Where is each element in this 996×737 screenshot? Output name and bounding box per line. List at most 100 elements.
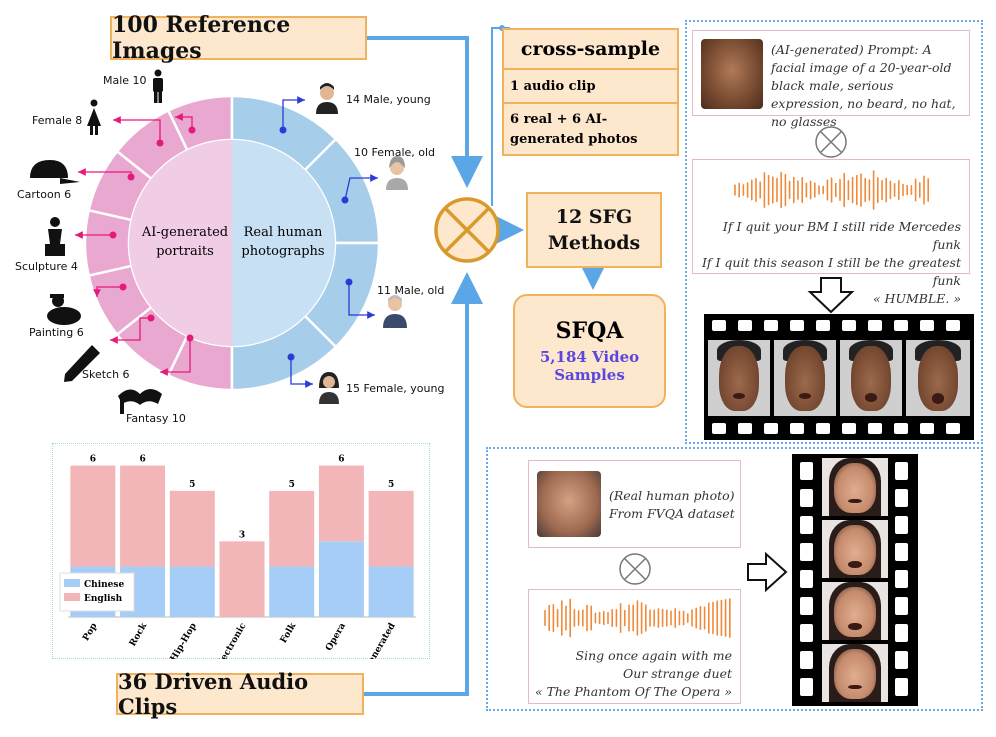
old-woman-icon [386,156,408,190]
label-male: Male 10 [103,74,147,87]
real-human-face-photo [537,471,601,537]
combine-icon-2 [619,553,651,585]
total-label-ai-generated: 5 [388,480,394,490]
audio-clip-card-1: If I quit your BM I still ride Mercedes … [692,159,970,306]
cross-sample-photos: 6 real + 6 AI-generated photos [510,112,638,147]
bar-chinese-ai-generated [368,566,414,617]
ai-half-label-1: AI-generated [141,225,228,240]
audio-clip-card-2: Sing once again with me Our strange duet… [528,589,741,704]
waveform-1 [734,170,929,210]
real-half-label-2: photographs [241,244,324,259]
down-arrow-icon [807,277,855,314]
ring-segments [83,94,381,392]
lyric-1c: « HUMBLE. » [872,291,961,306]
old-man-icon [383,295,407,328]
bar-english-opera [318,465,364,542]
output-frame-4 [906,340,970,416]
bar-chinese-hip-hop [169,566,215,617]
label-young-male: 14 Male, young [346,93,431,106]
output-frame-2 [774,340,836,416]
male-icon [153,69,163,103]
label-sketch: Sketch 6 [82,368,130,381]
bar-chinese-opera [318,541,364,617]
total-label-electronic: 3 [239,530,245,540]
ai-half [129,140,232,346]
bar-english-rock [120,465,166,567]
sfg-line-2: Methods [547,232,641,254]
waveform-2 [544,598,731,638]
sfqa-title: SFQA [555,318,624,344]
sfg-methods-box: 12 SFG Methods [526,192,662,268]
label-painting: Painting 6 [29,326,84,339]
output-frame-6 [822,520,888,578]
sfqa-count: 5,184 Video [539,348,640,366]
ai-generated-face-photo [701,39,763,109]
legend-swatch-english [64,593,80,601]
combine-icon-1 [815,126,847,158]
female-icon [87,99,101,135]
bar-chinese-folk [269,566,315,617]
total-label-folk: 5 [289,480,295,490]
cap-icon [30,160,80,184]
output-frame-7 [822,582,888,640]
reference-images-title: 100 Reference Images [110,12,367,64]
label-old-female: 10 Female, old [354,146,435,159]
label-sculpture: Sculpture 4 [15,260,78,273]
label-fantasy: Fantasy 10 [126,412,186,425]
combine-operator [434,197,500,263]
lyric-1b: If I quit this season I still be the gre… [701,255,961,288]
palette-icon [47,294,81,325]
sculpture-icon [45,217,65,256]
real-caption-1: (Real human photo) [609,488,735,503]
example-ai-panel [685,20,983,444]
sfqa-unit: Samples [554,366,625,384]
young-man-icon [316,83,338,114]
right-arrow-icon [747,552,788,592]
total-label-opera: 6 [338,455,344,465]
legend-label-english: English [84,594,123,604]
label-female: Female 8 [32,114,82,127]
bar-english-electronic [219,541,265,617]
reference-wheel: AI-generated portraits Real human photog… [15,69,444,425]
audio-genre-chart: 6Pop6Rock5Hip-Hop3Electronic5Folk6Opera5… [59,455,416,659]
output-frame-3 [840,340,902,416]
lyric-1a: If I quit your BM I still ride Mercedes … [722,219,961,252]
legend-swatch-chinese [64,579,80,587]
sfg-line-1: 12 SFG [555,206,633,228]
lyric-2b: Our strange duet [622,666,732,681]
label-young-female: 15 Female, young [346,382,444,395]
output-frame-5 [822,458,888,516]
cross-sample-audio: 1 audio clip [504,70,677,104]
real-caption-2: From FVQA dataset [609,506,735,521]
film-strip-1 [704,314,974,440]
legend-label-chinese: Chinese [84,580,124,590]
bar-english-folk [269,490,315,567]
label-cartoon: Cartoon 6 [17,188,71,201]
ai-half-label-2: portraits [156,244,214,259]
bar-english-hip-hop [169,490,215,567]
output-frame-1 [708,340,770,416]
legend-box [59,572,135,612]
audio-genre-chart-box [52,443,430,659]
pencil-icon [64,345,100,382]
bar-english-pop [70,465,116,567]
label-old-male: 11 Male, old [377,284,444,297]
bar-english-ai-generated [368,490,414,567]
young-woman-icon [319,372,339,404]
lyric-2c: « The Phantom Of The Opera » [534,684,732,699]
mask-icon [118,389,162,414]
lyric-2a: Sing once again with me [575,648,732,663]
cross-sample-title: cross-sample [504,30,677,70]
cross-sample-box: cross-sample 1 audio clip 6 real + 6 AI-… [502,28,679,156]
real-half [232,140,335,346]
real-photo-card: (Real human photo) From FVQA dataset [528,460,741,548]
ai-prompt-text: (AI-generated) Prompt: A facial image of… [771,42,956,129]
real-half-label-1: Real human [244,225,323,240]
film-strip-2 [792,454,918,706]
output-frame-8 [822,644,888,702]
total-label-pop: 6 [90,455,96,465]
driven-audio-title: 36 Driven Audio Clips [116,669,364,719]
sfqa-box: SFQA 5,184 Video Samples [513,294,666,408]
